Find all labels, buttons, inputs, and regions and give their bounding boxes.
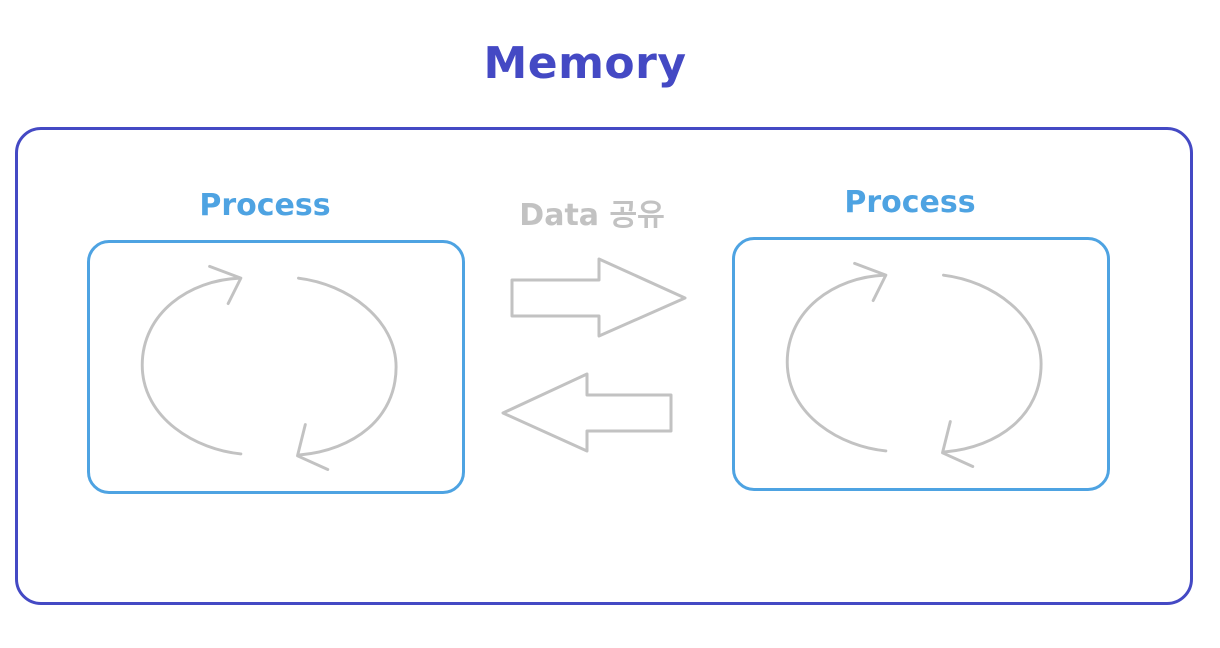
arrow-left-icon xyxy=(501,372,673,453)
memory-box xyxy=(15,127,1193,605)
process-label-right: Process xyxy=(844,185,976,220)
cycle-arrows-icon xyxy=(785,261,1043,468)
process-box-right xyxy=(732,237,1110,491)
process-box-left xyxy=(87,240,465,494)
arrow-right-icon xyxy=(510,257,687,338)
cycle-arrows-icon xyxy=(140,264,398,471)
data-share-label: Data 공유 xyxy=(519,198,665,233)
process-label-left: Process xyxy=(199,188,331,223)
page-title: Memory xyxy=(483,38,687,89)
